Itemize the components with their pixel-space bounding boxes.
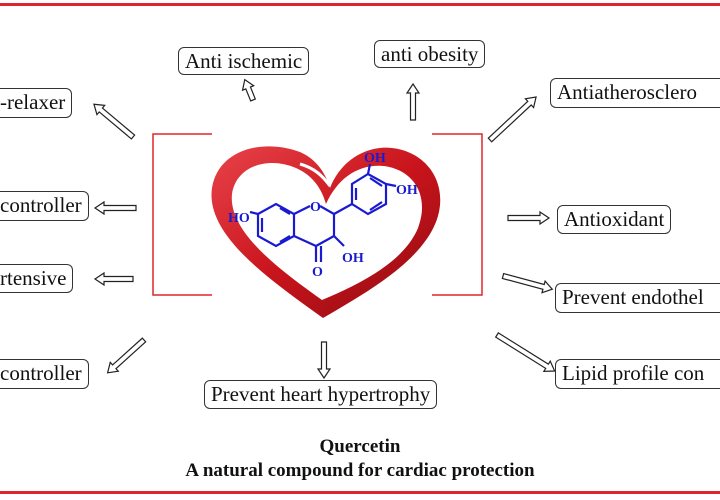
box-anti-obesity: anti obesity: [374, 40, 486, 68]
arrow-top-left: [241, 78, 257, 102]
quercetin-structure: [249, 163, 397, 262]
box-prevent-endothelial: Prevent endothel: [555, 283, 720, 313]
left-bracket: [152, 133, 212, 296]
top-border: [0, 3, 720, 6]
arrow-left-3: [93, 271, 134, 287]
box-prevent-heart-hypertrophy: Prevent heart hypertrophy: [204, 380, 438, 409]
o-label-ketone: O: [312, 265, 323, 280]
heart-icon: [211, 146, 441, 318]
box-relaxer: -relaxer: [0, 88, 73, 118]
oh-label-top1: OH: [364, 151, 386, 166]
arrow-bottom: [316, 341, 332, 380]
arrow-left-4: [106, 337, 147, 374]
box-antioxidant: Antioxidant: [557, 205, 672, 234]
arrow-right-1: [507, 210, 551, 226]
arrow-right-3: [494, 332, 556, 372]
arrow-right-2: [501, 272, 554, 294]
arrow-left-2: [93, 200, 137, 216]
box-anti-ischemic: Anti ischemic: [178, 47, 310, 75]
caption-subtitle: A natural compound for cardiac protectio…: [185, 460, 535, 481]
box-antiatherosclerotic: Antiatherosclero: [550, 78, 720, 108]
box-controller-1: controller: [0, 191, 89, 221]
arrow-top-right: [487, 96, 537, 143]
bottom-border: [0, 491, 720, 494]
caption-title: Quercetin: [319, 436, 401, 457]
arrow-left-1: [93, 103, 136, 140]
box-antihypertensive: rtensive: [0, 264, 74, 293]
box-lipid-profile: Lipid profile con: [555, 359, 720, 389]
right-bracket: [432, 133, 483, 296]
oh-label-mid: OH: [342, 251, 364, 266]
box-controller-2: controller: [0, 359, 89, 389]
o-label-ring: O: [310, 200, 321, 215]
oh-label-top2: OH: [396, 183, 418, 198]
arrow-top-center: [405, 82, 421, 121]
ho-label-left: HO: [228, 211, 250, 226]
